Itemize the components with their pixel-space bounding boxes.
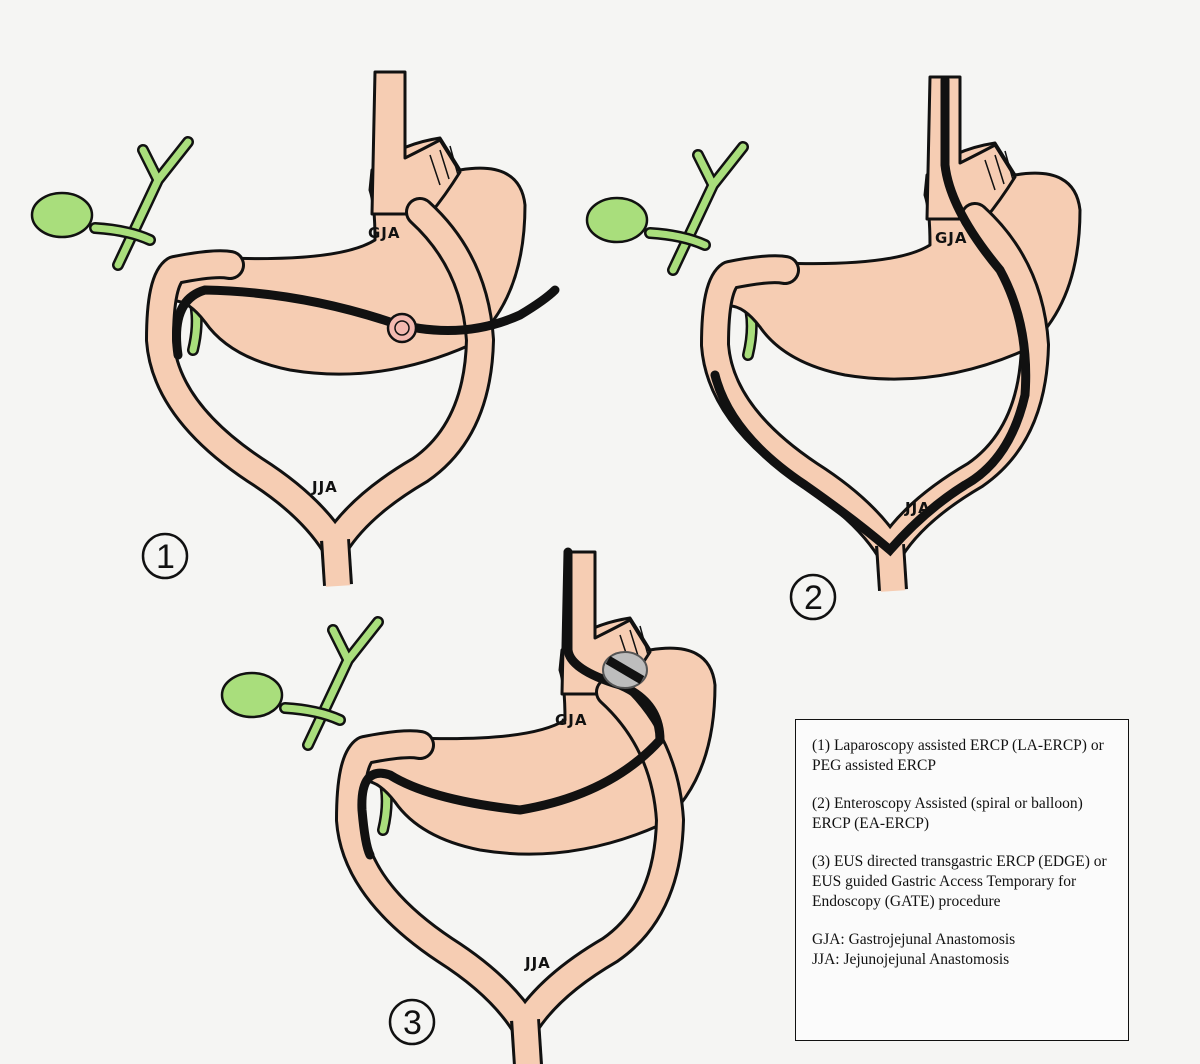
gja-label: GJA <box>935 229 968 247</box>
legend-item-3: (3) EUS directed transgastric ERCP (EDGE… <box>812 853 1107 910</box>
panel-number: 3 <box>403 1004 422 1042</box>
panel-3: GJA JJA 3 <box>222 552 715 1064</box>
panel-2: GJA JJA 2 <box>587 75 1080 621</box>
panel-number-circle <box>388 998 436 1046</box>
jja-label: JJA <box>311 478 338 496</box>
panel-number: 1 <box>156 538 175 576</box>
legend-item-2: (2) Enteroscopy Assisted (spiral or ball… <box>812 795 1083 832</box>
jja-label: JJA <box>524 954 551 972</box>
panel-number-circle <box>141 532 189 580</box>
legend-abbr-jja: JJA: Jejunojejunal Anastomosis <box>812 951 1010 968</box>
panel-number: 2 <box>804 579 823 617</box>
lumen-apposing-stent <box>602 651 648 689</box>
peg-port <box>386 312 418 344</box>
panel-1: GJA JJA 1 <box>32 72 560 586</box>
jja-label: JJA <box>904 499 931 517</box>
legend-abbr-gja: GJA: Gastrojejunal Anastomosis <box>812 931 1016 948</box>
panel-number-circle <box>789 573 837 621</box>
gja-label: GJA <box>555 711 588 729</box>
endoscope <box>710 75 1031 557</box>
legend-box: (1) Laparoscopy assisted ERCP (LA-ERCP) … <box>795 719 1129 1041</box>
gja-label: GJA <box>368 224 401 242</box>
legend-item-1: (1) Laparoscopy assisted ERCP (LA-ERCP) … <box>812 737 1104 774</box>
endoscope <box>172 285 560 360</box>
